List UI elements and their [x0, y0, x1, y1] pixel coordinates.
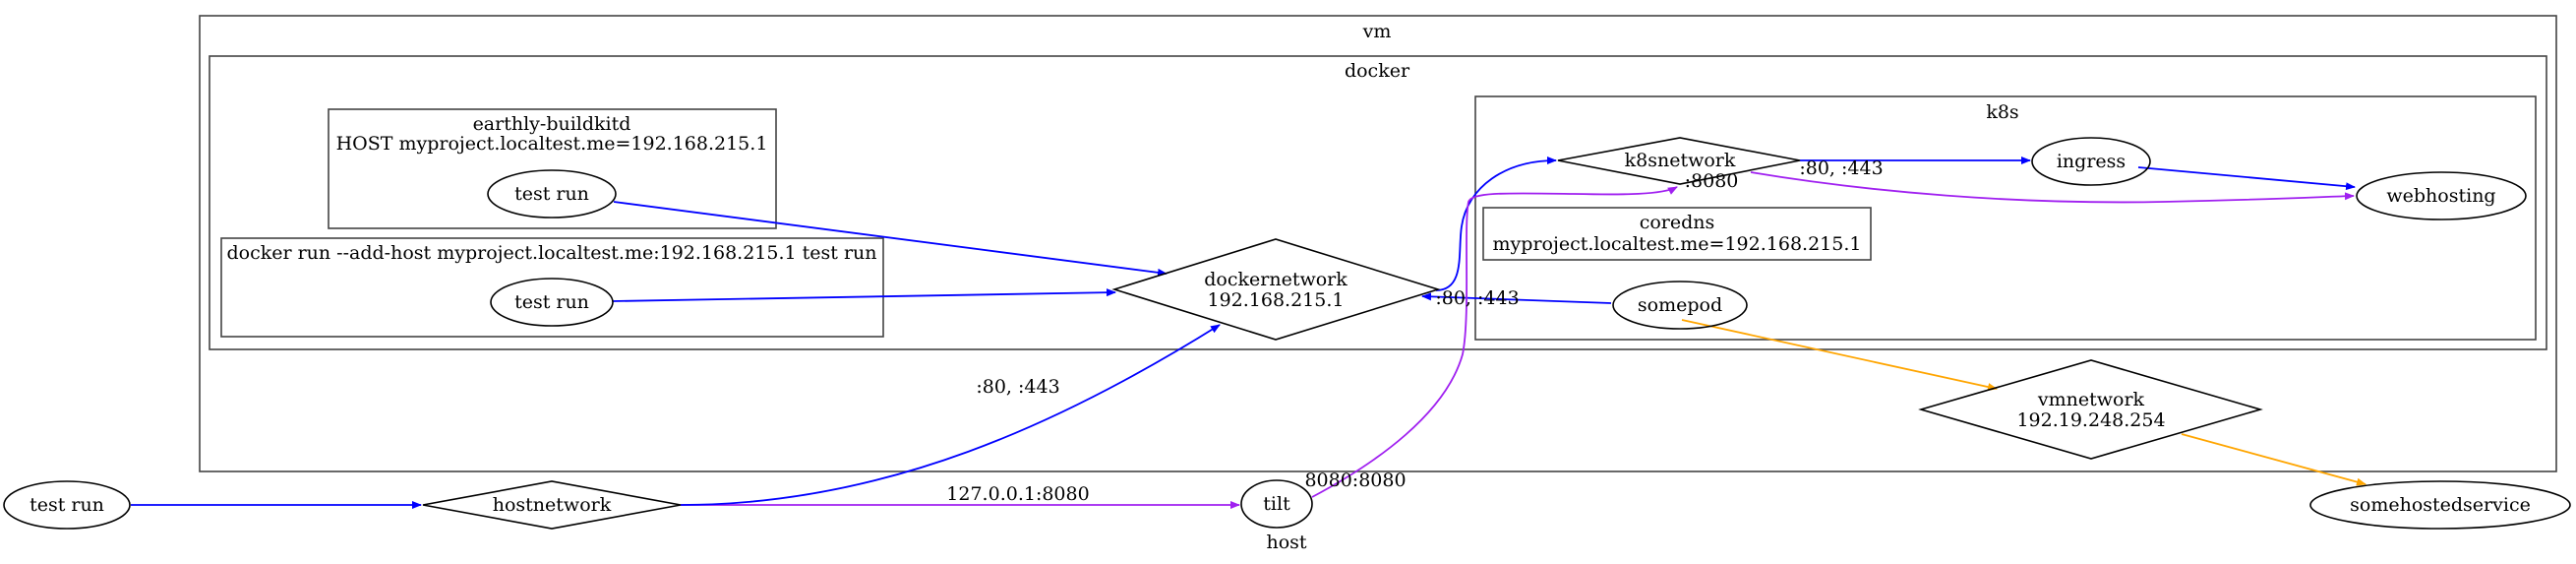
edge-ingress-to-webhosting — [2137, 166, 2356, 191]
edge-label-k8snetwork-ingress: :80, :443 — [1799, 157, 1883, 179]
node-test-run-host[interactable]: test run — [3, 480, 131, 530]
edge-tilt-to-k8snetwork — [1311, 186, 1678, 498]
edge-somepod-to-vmnetwork — [1681, 319, 1998, 391]
cluster-host-label: host — [1266, 532, 1306, 553]
cluster-docker: docker — [209, 55, 2547, 350]
edge-earthly-testrun-to-dockernetwork — [613, 201, 1168, 277]
cluster-k8s-label: k8s — [1986, 101, 2018, 123]
node-label: k8snetwork — [1625, 150, 1736, 171]
cluster-vm-label: vm — [1362, 21, 1392, 42]
earthly-label-line1: earthly-buildkitd — [473, 113, 631, 135]
cluster-k8s: k8s — [1474, 95, 2537, 341]
node-label: somepod — [1638, 294, 1722, 316]
node-label-line2: 192.168.215.1 — [1207, 289, 1344, 311]
edge-label-somepod-dockernetwork: :80, :443 — [1435, 287, 1519, 309]
edge-somepod-to-dockernetwork — [1421, 292, 1612, 304]
edge-hostnetwork-to-dockernetwork — [680, 324, 1221, 506]
docker-run-label: docker run --add-host myproject.localtes… — [226, 242, 876, 264]
cluster-coredns: coredns myproject.localtest.me=192.168.2… — [1482, 207, 1872, 261]
node-label: tilt — [1263, 493, 1290, 515]
node-label: somehostedservice — [2350, 494, 2531, 516]
node-k8snetwork[interactable]: k8snetwork — [1557, 137, 1801, 185]
node-tilt[interactable]: tilt — [1240, 479, 1313, 529]
node-label: ingress — [2057, 151, 2126, 172]
edge-label-tilt-tail: 8080:8080 — [1304, 470, 1406, 491]
node-label-line2: 192.19.248.254 — [2016, 409, 2165, 431]
edge-label-hostnetwork-dockernetwork: :80, :443 — [976, 376, 1059, 398]
cluster-vm: vm — [199, 15, 2557, 472]
edge-label-hostnetwork-tilt: 127.0.0.1:8080 — [946, 483, 1089, 505]
coredns-label-line1: coredns — [1640, 212, 1715, 233]
node-label: test run — [514, 291, 589, 313]
node-dockernetwork[interactable]: dockernetwork 192.168.215.1 — [1111, 238, 1441, 341]
node-test-run-earthly[interactable]: test run — [487, 169, 617, 219]
node-vmnetwork[interactable]: vmnetwork 192.19.248.254 — [1918, 359, 2263, 460]
cluster-docker-run: docker run --add-host myproject.localtes… — [220, 237, 884, 338]
node-test-run-docker[interactable]: test run — [490, 278, 614, 327]
edge-dockerrun-testrun-to-dockernetwork — [612, 288, 1116, 302]
cluster-earthly-buildkitd: earthly-buildkitd HOST myproject.localte… — [328, 108, 777, 229]
node-webhosting[interactable]: webhosting — [2356, 171, 2527, 220]
coredns-label-line2: myproject.localtest.me=192.168.215.1 — [1493, 233, 1862, 255]
node-label: hostnetwork — [493, 494, 612, 516]
node-label-line1: dockernetwork — [1204, 269, 1348, 290]
node-hostnetwork[interactable]: hostnetwork — [422, 480, 682, 530]
earthly-label-line2: HOST myproject.localtest.me=192.168.215.… — [336, 133, 768, 155]
node-label: webhosting — [2386, 185, 2495, 207]
edge-k8snetwork-to-webhosting — [1750, 171, 2355, 204]
node-label-line1: vmnetwork — [2037, 389, 2145, 410]
node-label: test run — [514, 183, 589, 205]
edge-vmnetwork-to-somehostedservice — [2181, 433, 2366, 486]
edge-dockernetwork-to-k8snetwork — [1435, 157, 1557, 291]
node-somepod[interactable]: somepod — [1612, 281, 1748, 330]
cluster-docker-label: docker — [1345, 60, 1410, 82]
node-somehostedservice[interactable]: somehostedservice — [2309, 480, 2571, 530]
node-label: test run — [30, 494, 104, 516]
node-ingress[interactable]: ingress — [2031, 137, 2151, 186]
